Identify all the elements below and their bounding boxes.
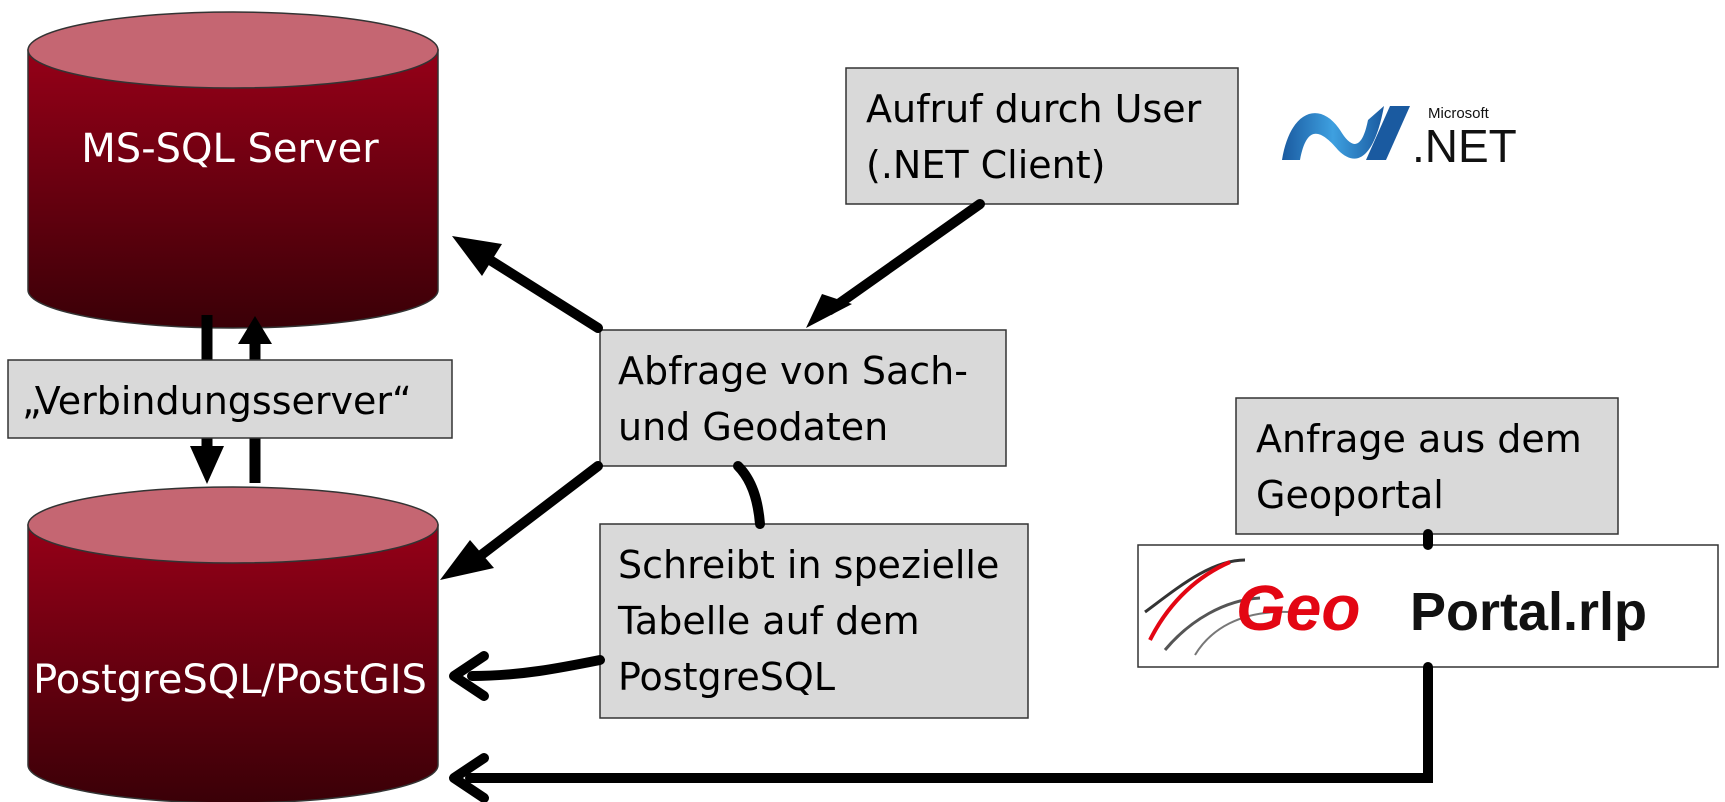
anfrage-box: Anfrage aus dem Geoportal — [1235, 397, 1619, 535]
connector-abfrage-schreibt — [733, 461, 765, 529]
verbindungsserver-box: „Verbindungsserver“ — [7, 359, 453, 439]
geoportal-logo: Geo Portal.rlp — [1137, 544, 1719, 668]
arrow-up-head — [238, 316, 272, 344]
abfrage-line1: Abfrage von Sach- — [618, 349, 968, 393]
mssql-database: MS-SQL Server — [27, 11, 439, 329]
anfrage-line1: Anfrage aus dem — [1256, 417, 1582, 461]
schreibt-line3: PostgreSQL — [618, 655, 835, 699]
aufruf-box: Aufruf durch User (.NET Client) — [845, 67, 1239, 205]
arrow-schreibt-to-postgres — [467, 655, 605, 681]
geoportal-logo-portal: Portal.rlp — [1410, 582, 1647, 642]
aufruf-line1: Aufruf durch User — [866, 87, 1202, 131]
arrowhead-postgres — [440, 540, 494, 580]
arrow-down-head — [190, 446, 224, 484]
abfrage-line2: und Geodaten — [618, 405, 888, 449]
verbindungsserver-label: „Verbindungsserver“ — [22, 379, 412, 423]
arrowhead-geoportal — [449, 753, 489, 802]
dotnet-logo: Microsoft .NET — [1282, 105, 1517, 172]
arrowhead-abfrage — [806, 294, 852, 328]
dotnet-logo-net: .NET — [1412, 120, 1517, 172]
mssql-label: MS-SQL Server — [81, 126, 379, 172]
postgres-label: PostgreSQL/PostGIS — [33, 657, 427, 703]
aufruf-line2: (.NET Client) — [866, 143, 1105, 187]
schreibt-line2: Tabelle auf dem — [617, 599, 920, 643]
schreibt-line1: Schreibt in spezielle — [618, 543, 999, 587]
abfrage-box: Abfrage von Sach- und Geodaten — [599, 329, 1007, 467]
arrow-aufruf-to-abfrage — [825, 199, 985, 315]
anfrage-line2: Geoportal — [1256, 473, 1444, 517]
schreibt-box: Schreibt in spezielle Tabelle auf dem Po… — [599, 523, 1029, 719]
geoportal-logo-geo: Geo — [1236, 572, 1360, 644]
arrowhead-mssql — [452, 236, 502, 276]
arrow-abfrage-to-mssql — [485, 255, 603, 333]
arrowhead-schreibt — [449, 651, 489, 701]
dotnet-logo-microsoft: Microsoft — [1428, 105, 1490, 122]
arrow-abfrage-to-postgres — [475, 461, 603, 561]
arrow-geoportal-to-postgres-line — [465, 662, 1433, 783]
postgres-database: PostgreSQL/PostGIS — [27, 486, 439, 802]
